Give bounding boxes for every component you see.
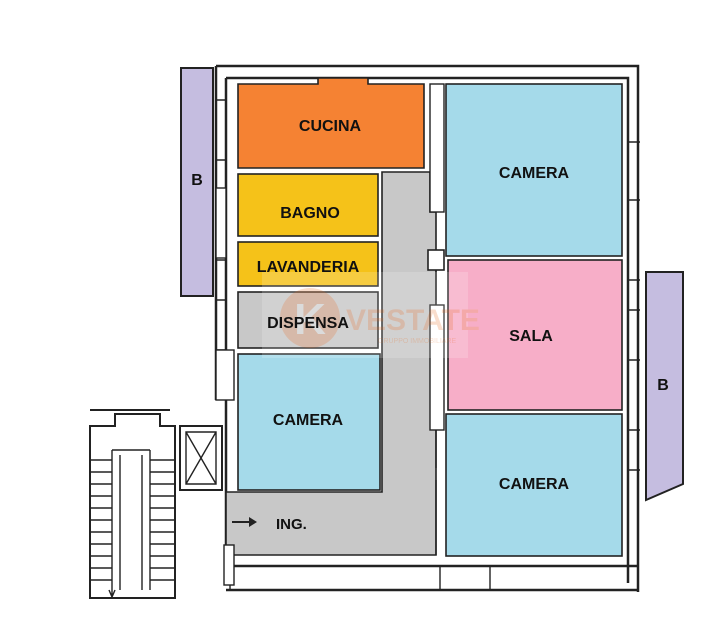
balcony-right — [645, 271, 684, 502]
partition-wall-lower — [429, 304, 445, 431]
label-living-room: SALA — [509, 328, 553, 345]
bedroom-bottom-right-room — [445, 413, 623, 557]
label-laundry: LAVANDERIA — [257, 259, 360, 276]
label-bedroom-top-right: CAMERA — [499, 165, 570, 182]
watermark-logo-letter: K — [294, 295, 326, 344]
bedroom-left-room — [237, 353, 381, 491]
watermark: K VESTATE GRUPPO IMMOBILIARE — [262, 272, 480, 358]
pillar — [427, 249, 445, 271]
watermark-tagline: GRUPPO IMMOBILIARE — [378, 338, 457, 345]
left-wall-block-bottom — [223, 544, 235, 586]
living-room — [447, 259, 623, 411]
label-bedroom-left: CAMERA — [273, 412, 344, 429]
bathroom-room — [237, 173, 379, 237]
label-balcony-right: B — [657, 377, 669, 394]
arrow-right-icon — [232, 517, 257, 527]
label-bathroom: BAGNO — [280, 205, 340, 222]
bottom-wall — [226, 564, 638, 592]
pantry-room — [237, 291, 379, 349]
partition-wall-upper — [429, 83, 445, 213]
kitchen-room — [237, 77, 425, 169]
elevator-icon — [179, 425, 223, 491]
laundry-room — [237, 241, 379, 287]
watermark-brand: VESTATE — [346, 304, 480, 337]
left-wall-block-top — [215, 187, 227, 259]
outer-wall — [216, 64, 640, 592]
label-bedroom-bottom-right: CAMERA — [499, 476, 570, 493]
label-entrance: ING. — [276, 516, 307, 533]
watermark-logo-circle — [280, 288, 340, 348]
bedroom-top-right-room — [445, 83, 623, 257]
label-balcony-left: B — [191, 172, 203, 189]
stairs-icon — [89, 409, 176, 599]
label-kitchen: CUCINA — [299, 118, 362, 135]
label-pantry: DISPENSA — [267, 315, 349, 332]
left-wall-block-mid — [215, 349, 235, 401]
balcony-left — [180, 67, 214, 297]
